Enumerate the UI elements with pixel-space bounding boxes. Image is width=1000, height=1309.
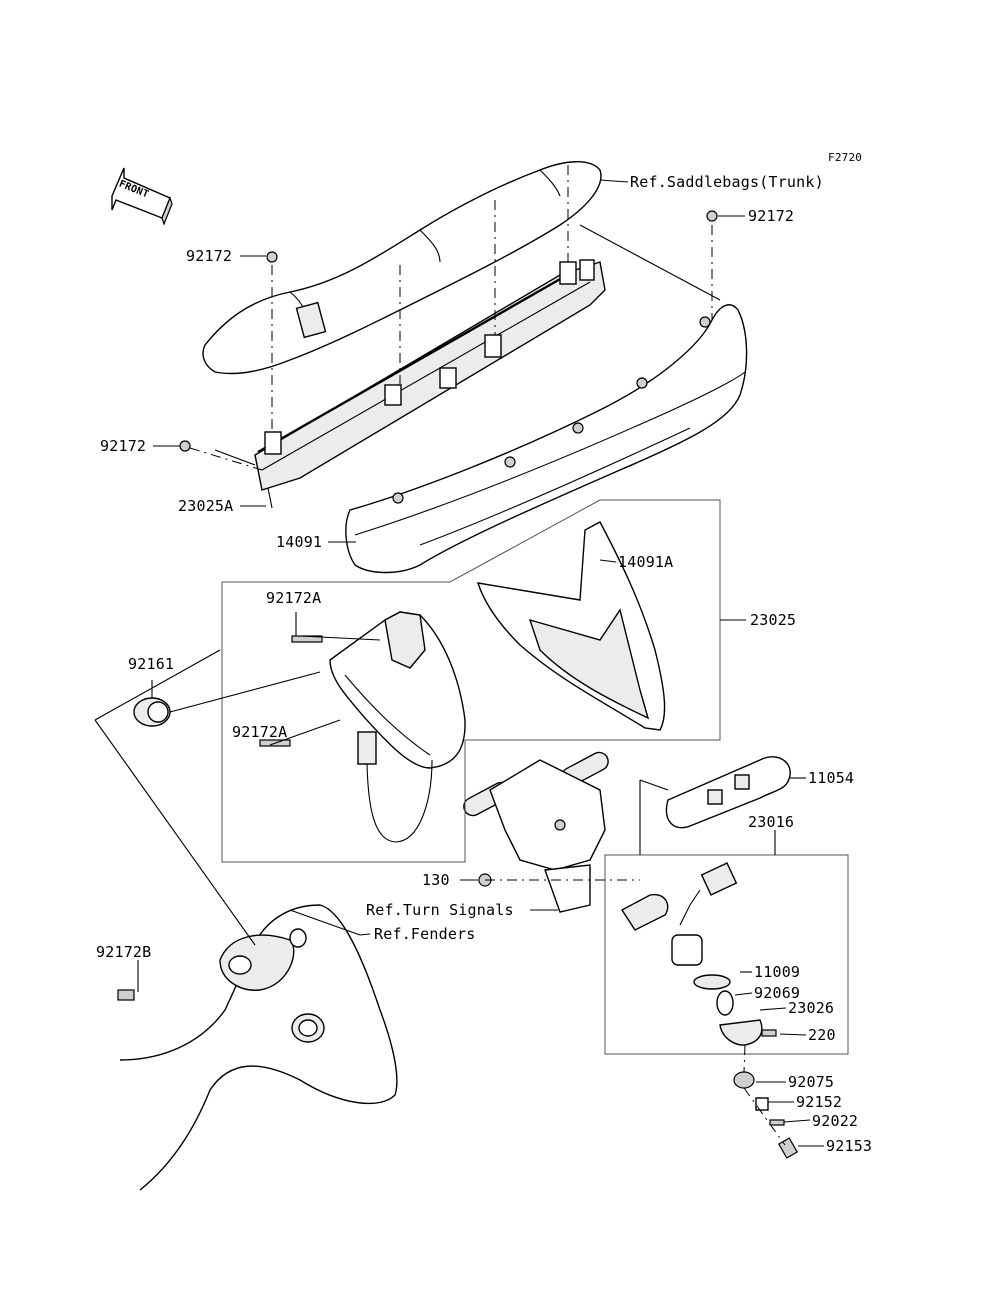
part-label-92022[interactable]: 92022 xyxy=(812,1112,859,1130)
brake-lamp-assembly xyxy=(259,611,466,843)
taillamp-inner-housing xyxy=(254,259,606,509)
part-label-23025A[interactable]: 23025A xyxy=(178,497,234,515)
front-arrow-icon xyxy=(111,167,173,226)
part-label-11009[interactable]: 11009 xyxy=(754,963,801,981)
part-label-23026[interactable]: 23026 xyxy=(788,999,835,1017)
part-label-92152[interactable]: 92152 xyxy=(796,1093,843,1111)
saddlebag-trunk-outline xyxy=(202,161,602,375)
part-label-23016[interactable]: 23016 xyxy=(748,813,795,831)
license-bracket xyxy=(463,751,609,913)
part-label-92172B[interactable]: 92172B xyxy=(96,943,152,961)
part-label-92069[interactable]: 92069 xyxy=(754,984,801,1002)
part-label-92172-mid-left[interactable]: 92172 xyxy=(100,437,147,455)
small-fasteners xyxy=(117,210,799,1159)
alignment-lines xyxy=(189,165,786,1146)
part-label-92075[interactable]: 92075 xyxy=(788,1073,835,1091)
part-label-14091A[interactable]: 14091A xyxy=(618,553,674,571)
ref-turn-signals-label[interactable]: Ref.Turn Signals xyxy=(366,901,514,919)
group-box-23025 xyxy=(221,499,721,863)
grommet xyxy=(133,697,171,727)
license-lamp-parts xyxy=(620,862,777,1046)
part-label-11054[interactable]: 11054 xyxy=(808,769,855,787)
part-label-92172A-upper[interactable]: 92172A xyxy=(266,589,322,607)
center-lens xyxy=(476,521,666,731)
part-label-92172A-lower[interactable]: 92172A xyxy=(232,723,288,741)
leader-lines xyxy=(94,179,824,1147)
part-label-92172-top-left[interactable]: 92172 xyxy=(186,247,233,265)
part-label-92153[interactable]: 92153 xyxy=(826,1137,873,1155)
part-label-14091[interactable]: 14091 xyxy=(276,533,323,551)
group-box-23016 xyxy=(604,854,849,1055)
taillamp-lens xyxy=(345,304,748,574)
ref-saddlebags-label[interactable]: Ref.Saddlebags(Trunk) xyxy=(630,173,824,191)
part-label-92161[interactable]: 92161 xyxy=(128,655,175,673)
part-label-23025[interactable]: 23025 xyxy=(750,611,797,629)
part-label-220[interactable]: 220 xyxy=(808,1026,836,1044)
part-label-92172-top-right[interactable]: 92172 xyxy=(748,207,795,225)
rear-fender-outline xyxy=(119,904,398,1191)
figure-code: F2720 xyxy=(828,151,863,164)
plate-bracket-arm xyxy=(665,756,791,829)
ref-fenders-label[interactable]: Ref.Fenders xyxy=(374,925,476,943)
part-label-130[interactable]: 130 xyxy=(422,871,450,889)
